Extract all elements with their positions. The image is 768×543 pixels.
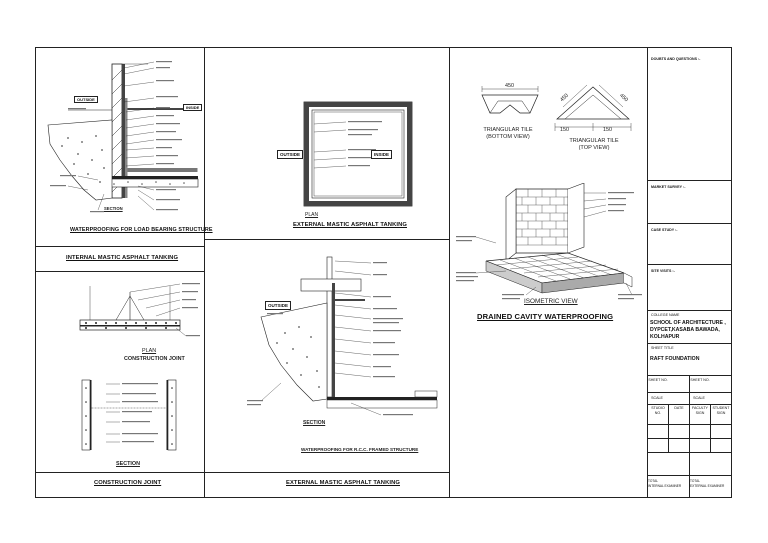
plan-caption: CONSTRUCTION JOINT: [124, 356, 185, 362]
isometric-label: ISOMETRIC VIEW: [524, 298, 578, 305]
dim-150-b: 150: [603, 127, 612, 133]
inside-label-2: INSIDE: [371, 150, 393, 159]
triangular-tile-bottom-drawing: [481, 86, 539, 114]
dim-150-a: 150: [560, 127, 569, 133]
outside-label: OUTSIDE: [74, 96, 98, 103]
divider-v1: [204, 48, 205, 497]
doubts-label: DOUBTS AND QUESTIONS :-: [651, 57, 701, 61]
external-examiner-cell: TOTAL EXTERNAL EXAMINER: [690, 479, 725, 488]
tb-line-2: [647, 223, 731, 224]
section-label-2: SECTION: [116, 461, 140, 467]
sheet-title: RAFT FOUNDATION: [650, 356, 700, 362]
site-visits-label: SITE VISITS :-: [651, 269, 675, 273]
construction-joint-plan-drawing: [79, 283, 200, 337]
tile-top-caption: TRIANGULAR TILE (TOP VIEW): [569, 138, 619, 151]
internal-tanking-title: INTERNAL MASTIC ASPHALT TANKING: [66, 255, 179, 261]
drained-cavity-title: DRAINED CAVITY WATERPROOFING: [477, 312, 614, 321]
tb-line-4: [647, 310, 731, 311]
divider-h3: [204, 239, 449, 240]
internal-examiner-cell: TOTAL INTERNAL EXAMINER: [648, 479, 682, 488]
tb-line-1: [647, 180, 731, 181]
sheet-no-cell-2: SHEET NO.: [690, 378, 710, 382]
external-plan-title: EXTERNAL MASTIC ASPHALT TANKING: [293, 222, 407, 228]
college-label: COLLEGE NAME: [651, 313, 680, 317]
divider-v2: [449, 48, 450, 497]
date-cell: DATE: [674, 406, 684, 410]
divider-h2: [36, 271, 204, 272]
divider-h1: [36, 246, 204, 247]
tb-line-5: [647, 343, 731, 344]
plan-label: PLAN: [142, 348, 157, 354]
tb-line-3: [647, 264, 731, 265]
sheet-no-cell-1: SHEET NO.: [648, 378, 668, 382]
tb-grid-v3: [710, 404, 711, 452]
section-label: SECTION: [104, 206, 123, 211]
market-survey-label: MARKET SURVEY :-: [651, 185, 686, 189]
outside-label-3: OUTSIDE: [265, 301, 292, 310]
rcc-framed-caption: WATERPROOFING FOR R.C.C. FRAMED STRUCTUR…: [301, 447, 419, 452]
scale-cell-2: SCALE: [693, 396, 705, 400]
tb-grid-v2: [668, 404, 669, 452]
triangular-tile-top-drawing: [554, 84, 632, 131]
studio-no-cell: STUDIO NO.: [651, 406, 665, 415]
dim-450-a: 450: [505, 83, 514, 89]
college-name: SCHOOL OF ARCHITECTURE , DYPCET,KASABA B…: [650, 320, 726, 340]
load-bearing-title: WATERPROOFING FOR LOAD BEARING STRUCTURE: [70, 227, 213, 233]
inside-label: INSIDE: [183, 104, 203, 111]
isometric-view-drawing: [456, 183, 642, 300]
section-label-3: SECTION: [303, 420, 326, 426]
faculty-sign-cell: FACULTY SIGN: [692, 406, 708, 415]
load-bearing-section-drawing: [47, 61, 199, 213]
external-section-title: EXTERNAL MASTIC ASPHALT TANKING: [286, 480, 400, 486]
sheet-title-label: SHEET TITLE: [651, 346, 674, 350]
construction-joint-section-drawing: [81, 379, 177, 451]
scale-cell-1: SCALE: [651, 396, 663, 400]
tb-grid-v1: [689, 375, 690, 497]
outside-label-2: OUTSIDE: [277, 150, 304, 159]
case-study-label: CASE STUDY :-: [651, 228, 678, 232]
drawing-sheet: OUTSIDE INSIDE SECTION WATERPROOFING FOR…: [35, 47, 732, 498]
divider-v3: [647, 48, 648, 497]
plan-label-2: PLAN: [305, 212, 319, 218]
construction-joint-title: CONSTRUCTION JOINT: [94, 480, 162, 486]
rcc-framed-section-drawing: [247, 256, 438, 416]
divider-h4: [36, 472, 449, 473]
tile-bottom-caption: TRIANGULAR TILE (BOTTOM VIEW): [483, 127, 533, 140]
student-sign-cell: STUDENT SIGN: [712, 406, 730, 415]
